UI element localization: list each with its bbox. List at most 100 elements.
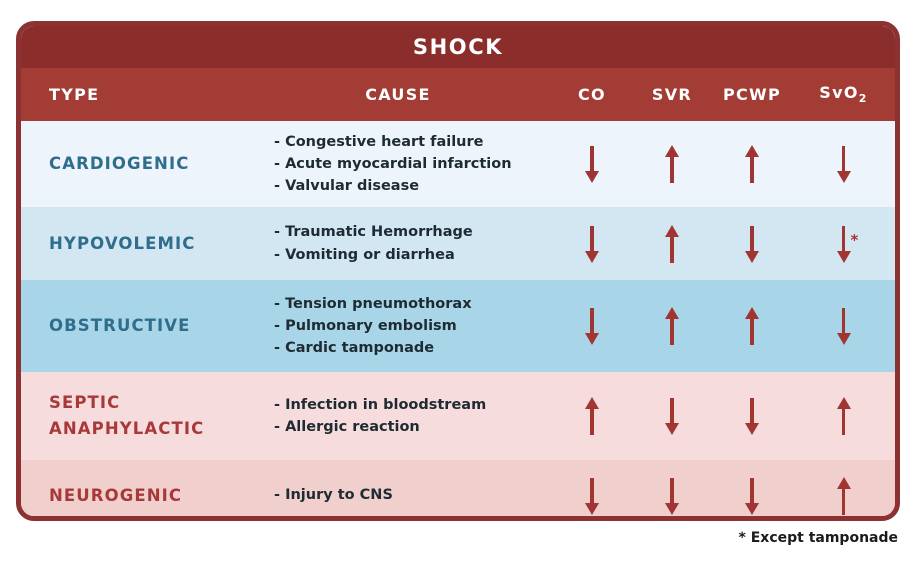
arrow-head [585, 397, 599, 409]
cell-type: SEPTIC ANAPHYLACTIC [21, 390, 274, 441]
arrow-shaft [841, 146, 846, 174]
cause-item: - Allergic reaction [274, 419, 420, 435]
cause-item: - Cardic tamponade [274, 340, 435, 357]
arrow-head [585, 333, 599, 345]
cell-svr [632, 144, 712, 184]
cell-cause: - Congestive heart failure- Acute myocar… [274, 131, 552, 197]
cell-co [552, 144, 632, 184]
column-header-pcwp: PCWP [722, 85, 782, 104]
cell-cause: - Traumatic Hemorrhage- Vomiting or diar… [274, 221, 552, 265]
cell-pcwp [712, 224, 792, 264]
table-row: HYPOVOLEMIC - Traumatic Hemorrhage- Vomit… [21, 207, 895, 280]
arrow-head [665, 224, 679, 237]
cell-cause: - Tension pneumothorax- Pulmonary emboli… [274, 293, 552, 359]
arrow-head [665, 502, 679, 515]
arrow-down-icon [585, 476, 599, 516]
arrow-shaft [670, 477, 674, 506]
cell-co [552, 396, 632, 436]
shock-table: SHOCK TYPE CAUSE CO SVR PCWP SvO2 CARDIO… [16, 21, 900, 521]
arrow-down-icon [745, 476, 759, 516]
arrow-down-icon [836, 144, 851, 184]
cell-svo2 [792, 396, 895, 436]
table-title-bar: SHOCK [21, 26, 895, 68]
shock-type-label: HYPOVOLEMIC [49, 233, 196, 253]
cause-list: - Traumatic Hemorrhage- Vomiting or diar… [274, 221, 552, 265]
cell-pcwp [712, 396, 792, 436]
cell-co [552, 224, 632, 264]
table-body: CARDIOGENIC- Congestive heart failure- A… [21, 121, 895, 516]
arrow-down-icon [665, 396, 679, 436]
arrow-head [745, 250, 759, 263]
arrow-head [665, 145, 679, 157]
arrow-head [836, 171, 851, 183]
footnote: * Except tamponade [738, 530, 898, 546]
cause-item: - Infection in bloodstream [274, 396, 487, 413]
arrow-shaft [670, 398, 674, 426]
column-header-svo2: SvO2 [792, 83, 895, 105]
cell-svo2 [792, 306, 895, 346]
arrow-shaft [750, 398, 754, 426]
cell-pcwp [712, 144, 792, 184]
arrow-up-icon [836, 476, 851, 516]
arrow-head [585, 171, 599, 183]
cell-cause: - Infection in bloodstream - Allergic rea… [274, 394, 552, 438]
cell-svo2 [792, 144, 895, 184]
column-header-co: CO [578, 85, 606, 104]
cell-svr [632, 306, 712, 346]
cell-type: NEUROGENIC [21, 483, 274, 509]
arrow-down-icon [665, 476, 679, 516]
arrow-head [745, 502, 759, 515]
cell-svr [632, 224, 712, 264]
arrow-head [836, 250, 851, 263]
cell-svo2 [792, 476, 895, 516]
cell-pcwp [712, 476, 792, 516]
arrow-shaft [670, 317, 674, 345]
cell-co [552, 306, 632, 346]
arrow-shaft [841, 407, 846, 435]
table-row: NEUROGENIC- Injury to CNS [21, 460, 895, 516]
arrow-head [665, 423, 679, 435]
cell-type: CARDIOGENIC [21, 151, 274, 177]
cause-list: - Tension pneumothorax- Pulmonary emboli… [274, 293, 552, 359]
cause-list: - Injury to CNS [274, 484, 552, 506]
arrow-shaft [750, 155, 754, 183]
arrow-head [836, 476, 851, 489]
cell-cause: - Injury to CNS [274, 484, 552, 506]
column-header-type: TYPE [49, 85, 100, 104]
arrow-down-icon [836, 306, 851, 346]
cell-co [552, 476, 632, 516]
cell-pcwp [712, 306, 792, 346]
arrow-shaft [590, 477, 594, 506]
cell-svo2: * [792, 224, 895, 264]
svo2-subscript: 2 [858, 92, 868, 106]
arrow-up-icon [836, 396, 851, 436]
arrow-head [585, 250, 599, 263]
arrow-shaft [590, 407, 594, 435]
cause-item: - Valvular disease [274, 178, 420, 195]
arrow-shaft [841, 225, 846, 254]
cause-item: - Injury to CNS [274, 487, 393, 504]
arrow-head [585, 502, 599, 515]
arrow-down-icon [585, 306, 599, 346]
svo2-main-text: SvO [819, 83, 859, 103]
arrow-down-icon [745, 224, 759, 264]
arrow-head [745, 307, 759, 319]
cause-item: - Tension pneumothorax [274, 295, 472, 312]
cause-list: - Congestive heart failure- Acute myocar… [274, 131, 552, 197]
shock-type-label: SEPTIC [49, 393, 121, 413]
arrow-head [665, 307, 679, 319]
arrow-head [836, 397, 851, 409]
cause-item: - Vomiting or diarrhea [274, 246, 455, 263]
page-title: SHOCK [412, 35, 504, 59]
arrow-shaft [750, 225, 754, 254]
cell-svr [632, 476, 712, 516]
shock-type-label-secondary: ANAPHYLACTIC [49, 419, 205, 438]
arrow-up-icon [745, 306, 759, 346]
arrow-shaft [750, 477, 754, 506]
table-row: SEPTIC ANAPHYLACTIC - Infection in bloodst… [21, 372, 895, 460]
arrow-head [745, 145, 759, 157]
arrow-shaft [670, 155, 674, 183]
arrow-up-icon [665, 144, 679, 184]
arrow-up-icon [665, 306, 679, 346]
